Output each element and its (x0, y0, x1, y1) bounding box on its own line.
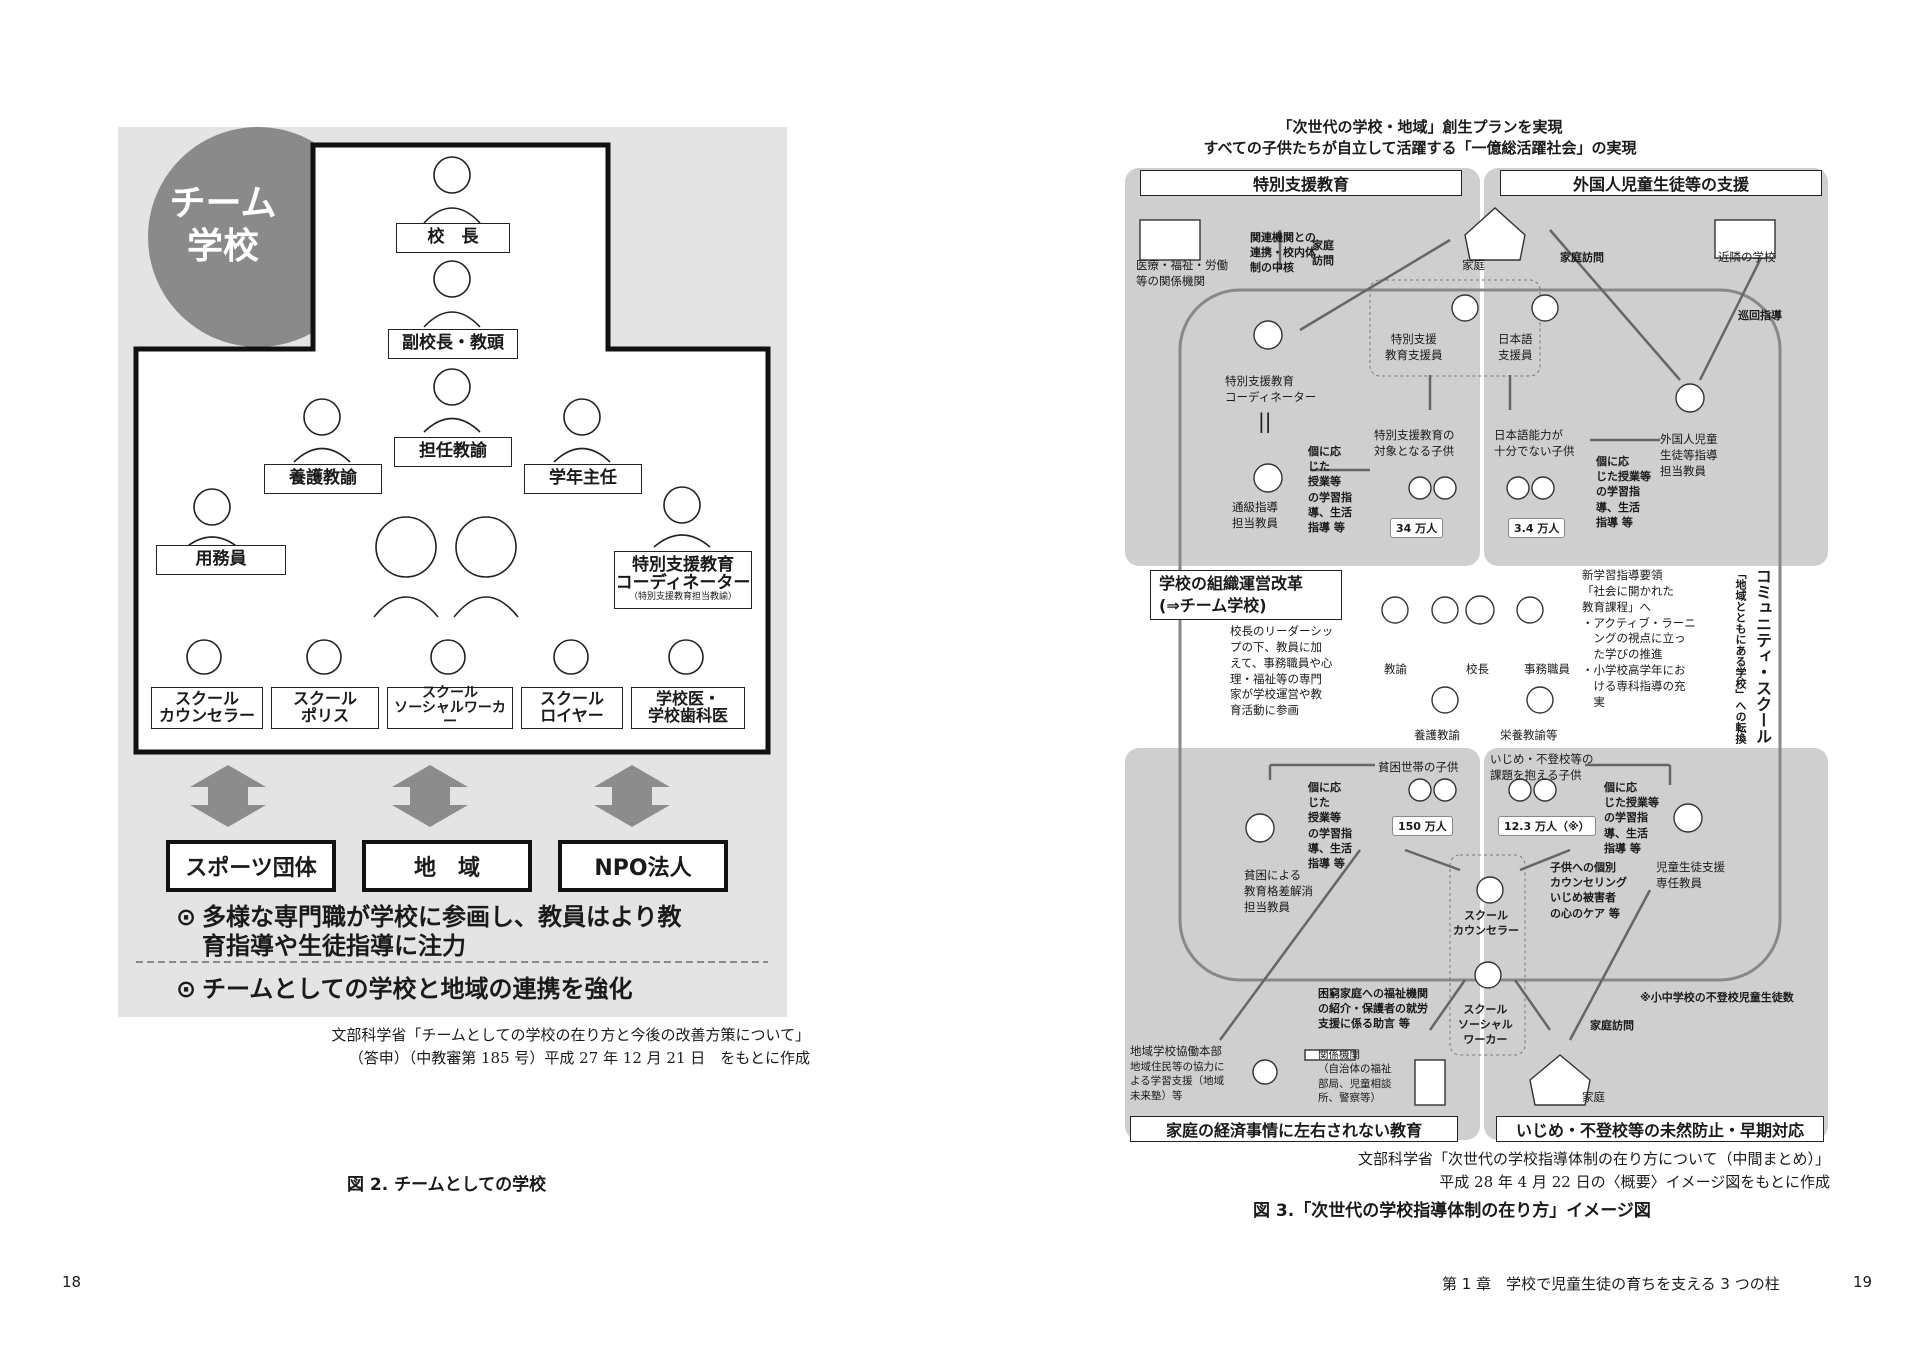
label-counseling: 子供への個別 カウンセリング いじめ被害者 の心のケア 等 (1550, 860, 1627, 921)
label-medical: 医療・福祉・労働 等の関係機関 (1136, 258, 1228, 290)
header-foreign: 外国人児童生徒等の支援 (1500, 170, 1822, 196)
label-nurse: 養護教諭 (1414, 728, 1460, 744)
label-home-bottom: 家庭 (1582, 1090, 1605, 1106)
label-individual-4: 個に応 じた授業等 の学習指 導、生活 指導 等 (1604, 780, 1659, 856)
page-number-right: 19 (1853, 1273, 1872, 1291)
specialist-doctor: 学校医・ 学校歯科医 (631, 687, 745, 729)
header-special-support: 特別支援教育 (1140, 170, 1462, 196)
nurse-teacher-label: 養護教諭 (264, 464, 382, 494)
label-community-hq-desc: 地域住民等の協力に よる学習支援（地域 未来塾）等 (1130, 1060, 1225, 1103)
label-counselor: スクール カウンセラー (1453, 908, 1519, 938)
label-japanese-staff: 日本語 支援員 (1498, 332, 1533, 364)
badge-3-4: 3.4 万人 (1508, 518, 1565, 538)
label-home-visit-tr: 家庭訪問 (1560, 250, 1604, 265)
agency-building-icon (1415, 1060, 1445, 1105)
label-agencies: 関係機関 （自治体の福祉 部局、児童相談 所、警察等） (1318, 1048, 1392, 1106)
fig3-title-line1: 「次世代の学校・地域」創生プランを実現 (1120, 117, 1720, 138)
label-individual-2: 個に応 じた授業等 の学習指 導、生活 指導 等 (1596, 454, 1651, 530)
page-number-left: 18 (62, 1273, 81, 1291)
partner-community: 地 域 (362, 840, 532, 892)
fig2-caption: 図 2. チームとしての学校 (347, 1170, 546, 1195)
specialist-social-worker: スクール ソーシャルワーカー (387, 687, 513, 729)
badge-12-3: 12.3 万人（※） (1498, 816, 1596, 836)
label-home-visit-tl: 家庭 訪問 (1312, 238, 1334, 268)
bullet-mark-1: ⊙ (176, 903, 196, 932)
fig3-source: 文部科学省「次世代の学校指導体制の在り方について（中間まとめ）」 平成 28 年… (1130, 1148, 1830, 1195)
house-icon-bottom (1530, 1055, 1590, 1105)
badge-34: 34 万人 (1390, 518, 1443, 538)
hospital-icon (1140, 220, 1200, 260)
partner-sports: スポーツ団体 (166, 840, 336, 892)
coordinator-label: 特別支援教育 コーディネーター （特別支援教育担当教諭） (614, 551, 752, 609)
coordinator-sub: （特別支援教育担当教諭） (629, 593, 737, 602)
bullet-1: 多様な専門職が学校に参画し、教員はより教 育指導や生徒指導に注力 (202, 903, 772, 961)
label-poverty-teacher: 貧困による 教育格差解消 担当教員 (1244, 868, 1313, 916)
fig2-source: 文部科学省「チームとしての学校の在り方と今後の改善方策について」 （答申）（中教… (270, 1024, 810, 1071)
custodian-label: 用務員 (156, 545, 286, 575)
label-bullying-children: いじめ・不登校等の 課題を抱える子供 (1490, 752, 1594, 784)
label-special-children: 特別支援教育の 対象となる子供 (1374, 428, 1455, 460)
label-teacher: 教諭 (1384, 662, 1407, 678)
label-community-hq: 地域学校協働本部 (1130, 1044, 1222, 1060)
label-welfare-advice: 困窮家庭への福祉機関 の紹介・保護者の就労 支援に係る助言 等 (1318, 986, 1428, 1032)
bullet-2: チームとしての学校と地域の連携を強化 (202, 975, 633, 1004)
label-coordinator: 特別支援教育 コーディネーター (1225, 374, 1316, 406)
coordinator-title: 特別支援教育 コーディネーター (616, 557, 751, 593)
bullet-mark-2: ⊙ (176, 975, 196, 1004)
label-poverty-children: 貧困世帯の子供 (1378, 760, 1459, 776)
label-guidance-teacher: 児童生徒支援 専任教員 (1656, 860, 1725, 892)
header-bullying: いじめ・不登校等の未然防止・早期対応 (1496, 1116, 1824, 1142)
figure-team-school: チーム 学校 校 長 副校長・教頭 担任教諭 養護教諭 学年主任 用務員 特別支… (118, 127, 787, 1017)
header-organization-reform: 学校の組織運営改革 (⇒チーム学校) (1150, 570, 1342, 620)
badge-150: 150 万人 (1392, 816, 1453, 836)
specialist-lawyer: スクール ロイヤー (521, 687, 623, 729)
principal-label: 校 長 (396, 223, 510, 253)
label-tsukyu: 通級指導 担当教員 (1232, 500, 1278, 532)
label-equal: || (1258, 408, 1271, 436)
label-dietitian: 栄養教諭等 (1500, 728, 1558, 744)
specialist-counselor: スクール カウンセラー (151, 687, 263, 729)
community-school-sub: 「地域とともにある学校」への転換 (1728, 568, 1746, 744)
homeroom-label: 担任教諭 (394, 437, 512, 467)
fig3-caption: 図 3.「次世代の学校指導体制の在り方」イメージ図 (1253, 1196, 1651, 1221)
label-japanese-children: 日本語能力が 十分でない子供 (1494, 428, 1575, 460)
label-neighbor-school: 近隣の学校 (1718, 250, 1776, 266)
label-foreign-teacher: 外国人児童 生徒等指導 担当教員 (1660, 432, 1718, 480)
label-special-support-staff: 特別支援 教育支援員 (1385, 332, 1443, 364)
running-head: 第 1 章 学校で児童生徒の育ちを支える 3 つの柱 (1442, 1273, 1780, 1294)
label-home-top: 家庭 (1462, 258, 1485, 274)
team-school-badge: チーム 学校 (148, 182, 298, 268)
label-clerk: 事務職員 (1524, 662, 1570, 678)
label-individual-3: 個に応 じた 授業等 の学習指 導、生活 指導 等 (1308, 780, 1352, 871)
fig3-title: 「次世代の学校・地域」創生プランを実現 すべての子供たちが自立して活躍する「一億… (1120, 117, 1720, 159)
vice-principal-label: 副校長・教頭 (388, 329, 518, 359)
label-liaison: 関連機関との 連携・校内体 制の中核 (1250, 230, 1316, 276)
grade-head-label: 学年主任 (524, 464, 642, 494)
house-icon-top (1465, 208, 1525, 260)
label-principal-text: 校長のリーダーシッ プの下、教員に加 えて、事務職員や心 理・福祉等の専門 家が… (1230, 624, 1333, 719)
arrows (190, 765, 670, 827)
label-home-visit-br: 家庭訪問 (1590, 1018, 1634, 1033)
community-school-vertical: コミュニティ・スクール (1750, 568, 1770, 744)
label-curriculum: 新学習指導要領 「社会に開かれた 教育課程」へ ・アクティブ・ラーニ ングの視点… (1582, 568, 1696, 711)
partner-npo: NPO法人 (558, 840, 728, 892)
label-note: ※小中学校の不登校児童生徒数 (1640, 990, 1794, 1005)
header-economic: 家庭の経済事情に左右されない教育 (1130, 1116, 1458, 1142)
label-principal: 校長 (1466, 662, 1489, 678)
label-individual-1: 個に応 じた 授業等 の学習指 導、生活 指導 等 (1308, 444, 1352, 535)
label-ssw: スクール ソーシャル ワーカー (1458, 1002, 1513, 1048)
fig3-title-line2: すべての子供たちが自立して活躍する「一億総活躍社会」の実現 (1120, 138, 1720, 159)
specialist-police: スクール ポリス (271, 687, 379, 729)
label-patrol: 巡回指導 (1738, 308, 1782, 323)
